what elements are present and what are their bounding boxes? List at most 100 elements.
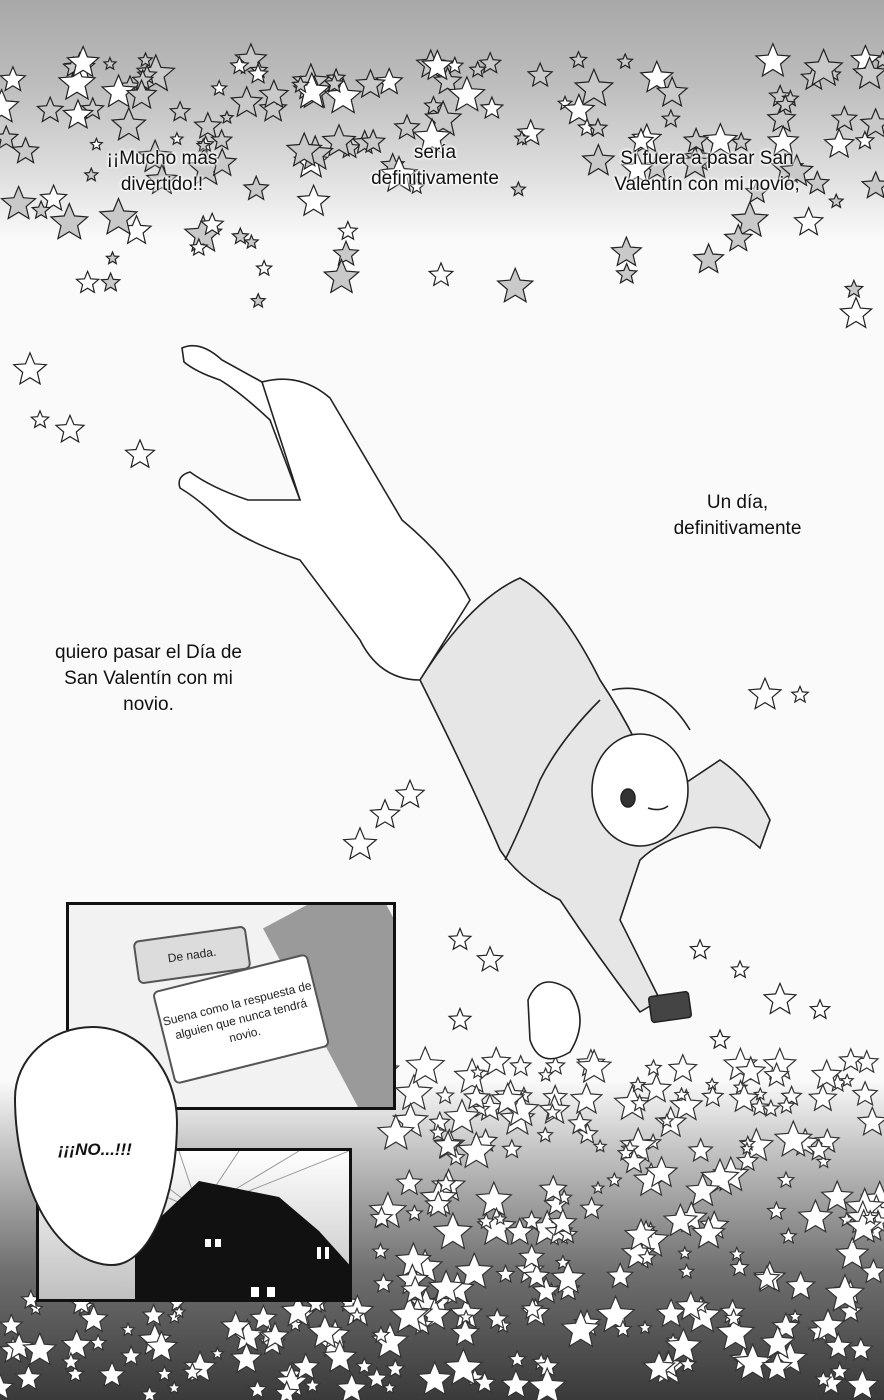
star-icon [145,163,179,195]
star-icon [759,1324,796,1359]
star-icon [229,55,250,75]
star-icon [735,1148,760,1172]
star-icon [450,1317,481,1347]
star-icon [562,92,596,125]
star-icon [89,136,104,151]
star-icon [776,1170,796,1189]
star-icon [753,1264,781,1291]
star-icon [766,1200,787,1221]
star-icon [667,1053,699,1083]
star-icon [861,1209,879,1225]
star-icon [774,93,796,114]
star-icon [860,170,884,199]
star-icon [834,1236,870,1270]
star-icon [348,1306,366,1323]
star-icon [615,262,639,285]
star-icon [230,226,250,245]
star-icon [629,1076,647,1093]
star-icon [110,106,147,141]
star-icon [60,1351,81,1371]
star-icon [435,1172,457,1194]
star-icon [664,1327,703,1363]
star-icon [480,1045,512,1076]
star-icon [763,1061,790,1087]
star-icon [285,131,323,167]
star-icon [673,1086,690,1102]
star-icon [475,1180,513,1217]
star-icon [477,1211,496,1230]
star-icon [61,98,95,130]
star-icon [851,1080,879,1107]
star-icon [747,676,783,710]
star-icon [838,296,874,329]
star-icon [682,126,710,153]
star-icon [188,237,209,257]
star-icon [669,1088,704,1121]
star-icon [462,1083,491,1110]
star-icon [810,1058,843,1090]
star-icon [547,1207,578,1237]
star-icon [616,1143,635,1162]
star-icon [744,178,770,204]
star-icon [616,52,634,70]
star-icon [242,174,270,201]
star-icon [97,1360,127,1388]
star-icon [332,239,360,267]
star-icon [779,153,815,187]
star-icon [644,1155,679,1188]
star-icon [65,1363,86,1383]
star-icon [14,1363,43,1391]
star-icon [538,1174,568,1203]
star-icon [729,959,751,979]
star-icon [454,1251,494,1290]
star-icon [660,108,681,128]
star-icon [423,95,444,115]
star-icon [102,55,118,71]
star-icon [427,1268,465,1304]
star-icon [520,1209,543,1231]
star-icon [522,1261,551,1289]
star-icon [206,147,238,177]
star-icon [606,1171,623,1188]
star-icon [291,75,311,94]
star-icon [592,1138,608,1153]
star-icon [509,1054,533,1077]
star-icon [655,75,689,108]
star-icon [374,66,404,95]
star-icon [854,130,876,150]
star-icon [642,1350,676,1383]
star-icon [389,1294,430,1334]
star-icon [815,1153,832,1169]
star-icon [39,183,69,212]
star-icon [806,1137,832,1161]
star-icon [766,103,797,133]
star-icon [229,1341,264,1374]
star-icon [0,88,20,123]
star-icon [830,104,859,132]
star-icon [54,413,86,444]
star-icon [372,1272,395,1294]
star-icon [124,438,156,469]
star-icon [507,1349,528,1368]
star-icon [787,1308,803,1324]
star-icon [65,44,101,78]
star-icon [677,145,713,179]
star-icon [428,1110,452,1133]
star-icon [797,1198,834,1234]
star-icon [171,1304,187,1319]
star-icon [685,1172,721,1207]
star-icon [468,60,487,78]
star-icon [405,1203,424,1222]
star-icon [354,1356,374,1375]
star-icon [590,1180,606,1195]
star-icon [640,1072,673,1103]
star-icon [662,1202,699,1237]
star-icon [827,192,845,209]
star-icon [376,1113,416,1151]
star-icon [692,242,725,274]
star-icon [447,75,486,112]
star-icon [761,1098,781,1118]
star-icon [808,998,832,1020]
star-icon [691,1215,726,1249]
